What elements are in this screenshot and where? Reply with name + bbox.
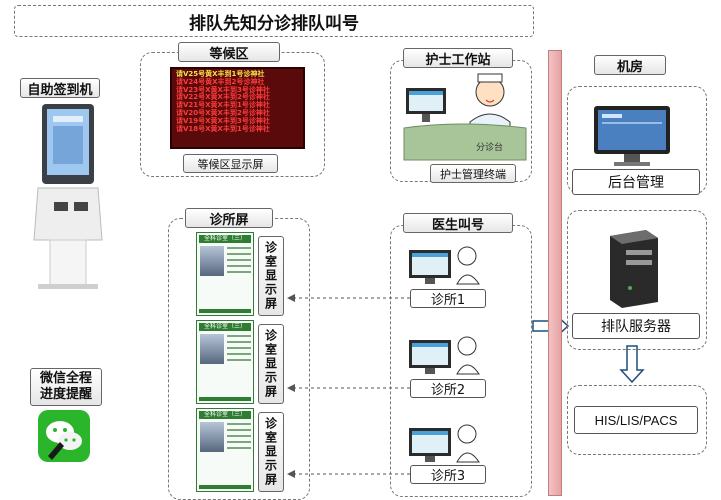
doctor-photo: [200, 246, 224, 276]
waiting-row: 请V18号X黄X丰到1号诊神社: [176, 124, 270, 133]
clinic-room-2: 诊所2: [410, 379, 486, 398]
wechat-label: 微信全程 进度提醒: [30, 368, 102, 406]
clinic-display-card: 全科诊室（三）: [196, 232, 254, 316]
waiting-row: 请V21号X黄X丰到1号诊神社: [176, 101, 270, 110]
backend-management: 后台管理: [572, 169, 700, 195]
doctor-photo: [200, 422, 224, 452]
clinic-display-label: 诊室显示屏: [258, 236, 284, 316]
clinic-card-title: 全科诊室（三）: [199, 323, 251, 331]
waiting-screen: 请V25号黄X丰到1号诊神社 请V24号黄X丰到2号诊神社 请V23号X黄X丰到…: [170, 67, 305, 149]
waiting-row: 请V23号X黄X丰到3号诊神社: [176, 85, 270, 94]
waiting-row: 请V20号X黄X丰到2号诊神社: [176, 108, 270, 117]
doctor-photo: [200, 334, 224, 364]
queue-server: 排队服务器: [572, 313, 700, 339]
waiting-row: 请V22号X黄X丰到2号诊神社: [176, 93, 270, 102]
clinic-display-label: 诊室显示屏: [258, 324, 284, 404]
clinic-room-3: 诊所3: [410, 465, 486, 484]
nurse-station-label: 护士工作站: [403, 48, 513, 68]
waiting-screen-caption: 等候区显示屏: [183, 154, 278, 173]
clinic-card-title: 全科诊室（三）: [199, 235, 251, 243]
waiting-row: 请V25号黄X丰到1号诊神社: [176, 70, 265, 78]
wechat-icon: [38, 410, 90, 462]
wechat-label-line2: 进度提醒: [39, 387, 92, 402]
network-bus: [548, 50, 562, 496]
nurse-desk-text: 分诊台: [476, 141, 503, 153]
nurse-terminal-caption: 护士管理终端: [430, 164, 516, 183]
doctor-call-label: 医生叫号: [403, 213, 513, 233]
doctor-terminal-icon: [409, 424, 480, 463]
kiosk-label: 自助签到机: [20, 78, 100, 98]
server-icon: [610, 230, 658, 308]
doctor-terminal-icon: [409, 336, 480, 375]
waiting-area-label: 等候区: [178, 42, 280, 62]
his-group: [567, 385, 707, 455]
waiting-row: 请V19号X黄X丰到3号诊神社: [176, 116, 270, 125]
clinic-display-card: 全科诊室（三）: [196, 320, 254, 404]
kiosk-illustration: [33, 104, 103, 289]
clinic-display-label: 诊室显示屏: [258, 412, 284, 492]
arrow-server-to-his: [619, 345, 645, 384]
server-group: [567, 210, 707, 350]
backend-monitor-icon: [594, 106, 670, 166]
waiting-row: 请V24号黄X丰到2号诊神社: [176, 77, 265, 86]
clinic-display-card: 全科诊室（三）: [196, 408, 254, 492]
machine-room-label: 机房: [594, 55, 666, 75]
diagram-title: 排队先知分诊排队叫号: [14, 5, 534, 37]
clinic-room-1: 诊所1: [410, 289, 486, 308]
wechat-label-line1: 微信全程: [39, 371, 92, 386]
clinic-card-title: 全科诊室（三）: [199, 411, 251, 419]
doctor-terminal-icon: [409, 246, 480, 285]
his-lis-pacs: HIS/LIS/PACS: [574, 406, 698, 434]
nurse-station-illustration: 分诊台: [403, 73, 527, 161]
clinic-screen-label: 诊所屏: [185, 208, 273, 228]
